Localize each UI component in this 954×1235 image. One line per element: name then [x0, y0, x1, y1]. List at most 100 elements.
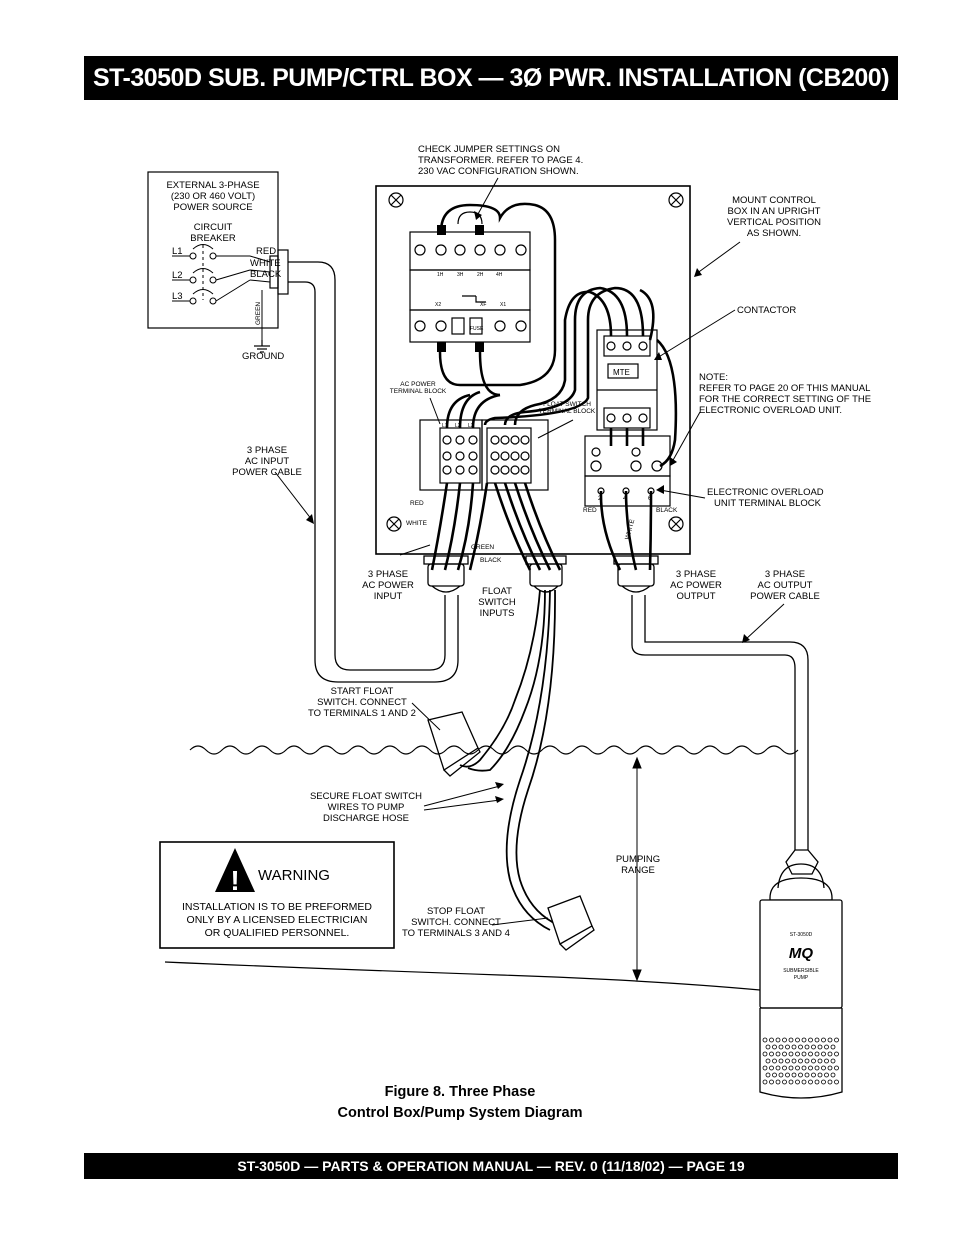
- intake-hole: [795, 1037, 800, 1043]
- external-source-label: EXTERNAL 3-PHASE(230 OR 460 VOLT)POWER S…: [166, 180, 259, 213]
- intake-hole: [804, 1058, 810, 1064]
- intake-hole: [814, 1079, 820, 1085]
- start-float-switch: [427, 711, 481, 777]
- sump-bottom: [164, 961, 761, 991]
- intake-hole: [782, 1065, 787, 1071]
- page-title: ST-3050D SUB. PUMP/CTRL BOX — 3Ø PWR. IN…: [84, 56, 898, 100]
- input-power-cable: [288, 261, 446, 671]
- intake-hole: [824, 1044, 829, 1050]
- ac-power-terminal-block: [419, 419, 483, 491]
- intake-hole: [834, 1065, 839, 1071]
- intake-hole: [814, 1051, 820, 1057]
- eol-terminal-2: 2: [598, 495, 602, 502]
- black-wire-label: BLACK: [250, 269, 282, 280]
- intake-hole: [778, 1072, 784, 1078]
- intake-hole: [772, 1044, 777, 1050]
- intake-hole: [791, 1072, 797, 1078]
- intake-hole: [795, 1065, 800, 1071]
- green-label-box: GREEN: [471, 544, 494, 551]
- terminal-l3: L3: [468, 423, 474, 429]
- red-wire-label: RED: [256, 246, 276, 257]
- intake-hole: [775, 1065, 781, 1071]
- intake-hole: [778, 1058, 784, 1064]
- l2-label: L2: [172, 270, 183, 281]
- l3-label: L3: [172, 291, 183, 302]
- ground-icon: [254, 340, 270, 353]
- black-label-box: BLACK: [480, 557, 502, 564]
- white-label-out: WHITE: [624, 518, 636, 541]
- intake-hole: [769, 1051, 774, 1057]
- warning-heading: WARNING: [258, 867, 330, 884]
- intake-hole: [817, 1044, 823, 1050]
- terminal-l1: L1: [442, 423, 448, 429]
- intake-hole: [762, 1079, 768, 1085]
- intake-hole: [769, 1065, 774, 1071]
- fuse-label: FUSE: [470, 326, 484, 332]
- caption-line-1: Figure 8. Three Phase: [384, 1084, 536, 1100]
- mounting-screw-icon: [386, 192, 684, 532]
- intake-hole: [824, 1072, 829, 1078]
- intake-hole: [830, 1044, 836, 1050]
- eol-terminal-4: 4: [623, 495, 627, 502]
- leader-lines: [274, 177, 785, 926]
- intake-hole: [795, 1051, 800, 1057]
- intake-hole: [817, 1072, 823, 1078]
- green-wire-label: GREEN: [255, 302, 262, 325]
- intake-hole: [827, 1051, 833, 1057]
- transformer: [409, 211, 531, 343]
- intake-hole: [808, 1065, 813, 1071]
- intake-hole: [798, 1044, 803, 1050]
- terminal-4h: 4H: [496, 272, 503, 278]
- intake-hole: [827, 1065, 833, 1071]
- terminal-l2: L2: [455, 423, 461, 429]
- intake-hole: [785, 1072, 790, 1078]
- contactor-label: CONTACTOR: [737, 305, 796, 316]
- intake-hole: [772, 1072, 777, 1078]
- intake-hole: [811, 1072, 816, 1078]
- intake-hole: [834, 1051, 839, 1057]
- intake-hole: [821, 1065, 826, 1071]
- intake-hole: [765, 1072, 771, 1078]
- mte-label: MTE: [613, 368, 630, 377]
- intake-hole: [788, 1065, 794, 1071]
- contactor: [596, 329, 658, 431]
- intake-hole: [772, 1058, 777, 1064]
- warning-icon: [215, 848, 255, 892]
- control-box: [375, 185, 691, 555]
- eol-terminal-6: 6: [648, 495, 652, 502]
- ground-label: GROUND: [242, 351, 284, 362]
- intake-hole: [788, 1037, 794, 1043]
- pumping-range-arrow: [632, 756, 642, 982]
- terminal-x1: X1: [500, 302, 506, 308]
- intake-hole: [762, 1037, 768, 1043]
- intake-hole: [801, 1037, 807, 1043]
- intake-hole: [811, 1044, 816, 1050]
- intake-hole: [785, 1044, 790, 1050]
- intake-hole: [785, 1058, 790, 1064]
- intake-hole: [821, 1079, 826, 1085]
- intake-hole: [821, 1051, 826, 1057]
- intake-hole: [834, 1079, 839, 1085]
- intake-hole: [801, 1065, 807, 1071]
- intake-hole: [827, 1079, 833, 1085]
- intake-hole: [782, 1079, 787, 1085]
- red-label-out: RED: [583, 507, 597, 514]
- intake-hole: [814, 1065, 820, 1071]
- intake-hole: [798, 1058, 803, 1064]
- intake-hole: [782, 1051, 787, 1057]
- red-label-box: RED: [410, 500, 424, 507]
- intake-hole: [804, 1072, 810, 1078]
- intake-hole: [791, 1044, 797, 1050]
- pump-brand-logo: MQ: [789, 945, 813, 962]
- black-label-out: BLACK: [656, 507, 678, 514]
